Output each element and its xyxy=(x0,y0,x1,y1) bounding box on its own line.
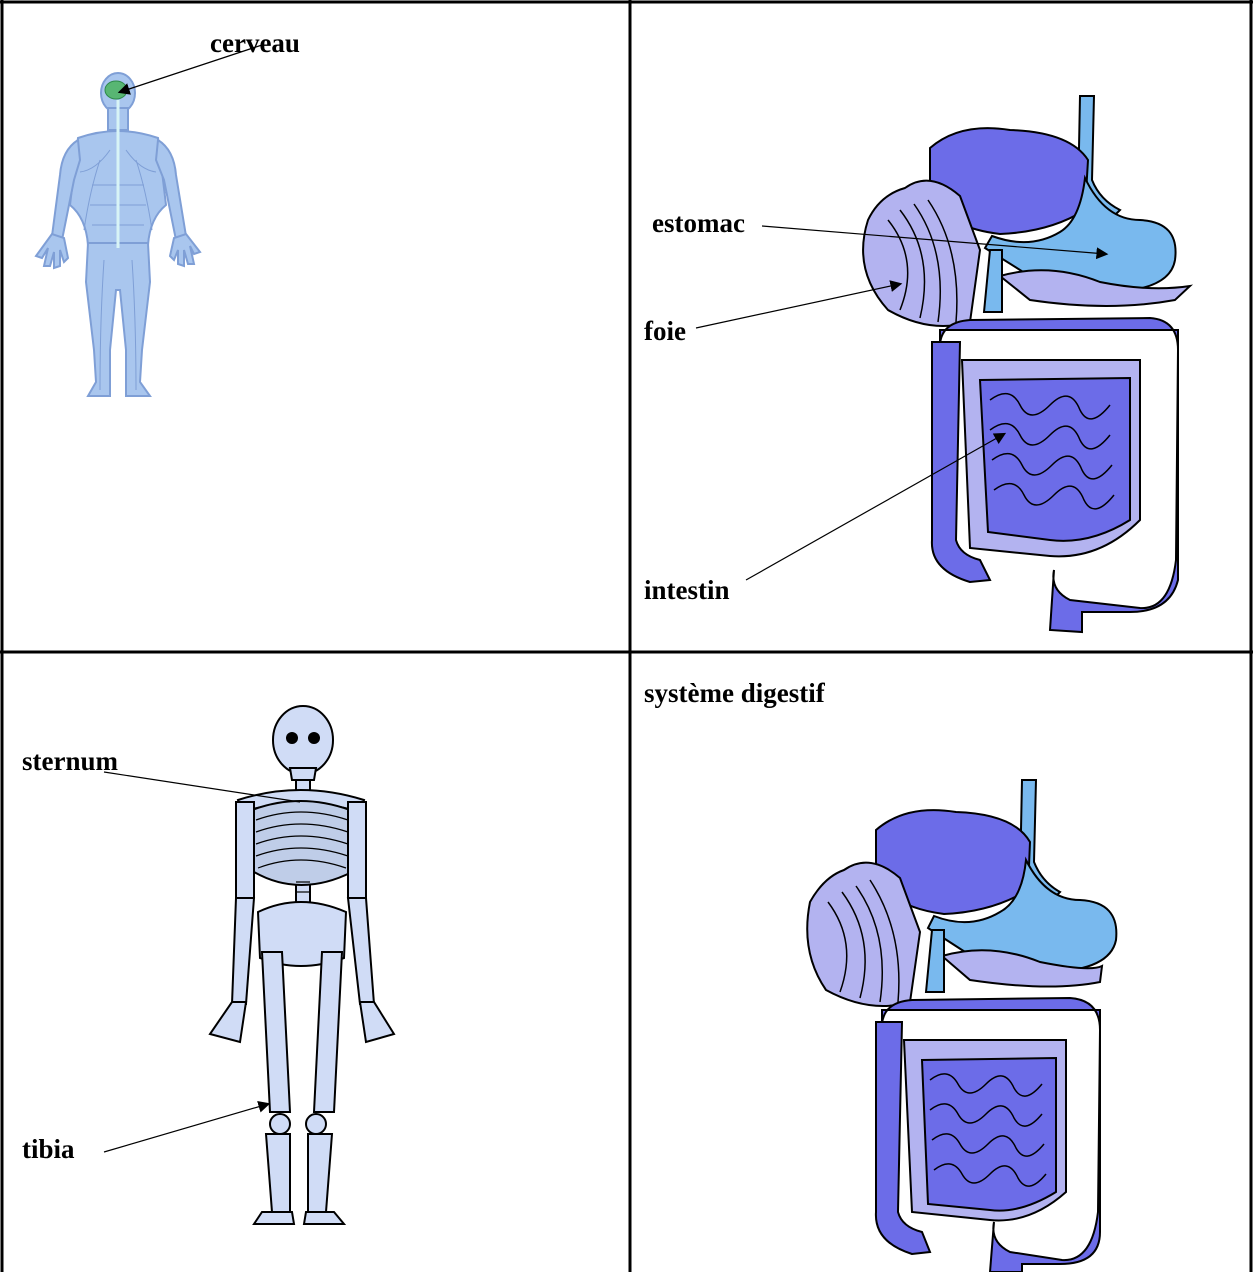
cell-nervous-system: cerveau xyxy=(0,0,630,652)
digestive-system-illustration xyxy=(630,0,1253,652)
label-intestine: intestin xyxy=(644,577,730,604)
label-liver: foie xyxy=(644,318,686,345)
label-brain: cerveau xyxy=(210,30,300,57)
label-tibia: tibia xyxy=(22,1136,75,1163)
nervous-system-figure xyxy=(0,0,630,652)
label-stomach: estomac xyxy=(652,210,745,237)
label-sternum: sternum xyxy=(22,748,118,775)
skeleton-figure xyxy=(0,652,630,1272)
cell-digestive-labelled: estomac foie intestin xyxy=(630,0,1253,652)
cell-skeleton: sternum tibia xyxy=(0,652,630,1272)
cell-digestive-title: système digestif xyxy=(630,652,1253,1272)
digestive-system-illustration xyxy=(630,652,1253,1272)
